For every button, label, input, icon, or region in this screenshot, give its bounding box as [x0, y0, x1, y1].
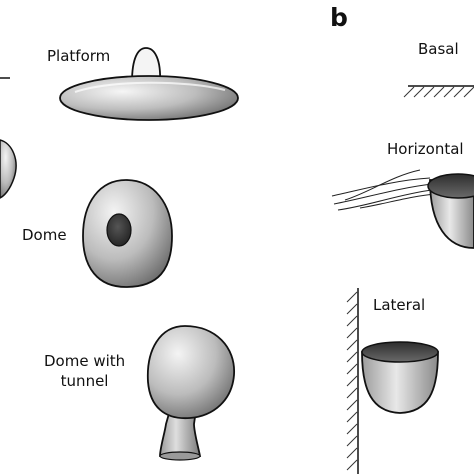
dome-with-tunnel-nest [146, 325, 235, 461]
basal-nest [403, 85, 474, 98]
label-platform: Platform [47, 47, 111, 65]
label-dome-with-tunnel: Dome with tunnel [44, 351, 125, 391]
platform-egg [131, 47, 161, 83]
platform-nest [59, 47, 239, 121]
platform-disc [59, 75, 239, 121]
label-dome: Dome [22, 226, 67, 244]
lateral-cup [361, 351, 439, 414]
lateral-cup-opening [361, 341, 439, 363]
dome-entrance [106, 213, 132, 247]
label-dome-with-tunnel-line2: tunnel [60, 372, 109, 390]
panel-b-letter: b [330, 3, 348, 32]
cropped-left-shapes [0, 77, 17, 199]
label-lateral: Lateral [373, 296, 426, 314]
tunnel-dome-head [146, 325, 235, 419]
label-basal: Basal [418, 40, 459, 58]
label-horizontal: Horizontal [387, 140, 464, 158]
dome-nest [82, 179, 173, 288]
support-twigs [331, 169, 437, 211]
lateral-nest [346, 288, 439, 474]
horizontal-cup-opening [427, 173, 474, 199]
label-dome-with-tunnel-line1: Dome with [44, 352, 126, 370]
horizontal-nest [331, 169, 474, 249]
